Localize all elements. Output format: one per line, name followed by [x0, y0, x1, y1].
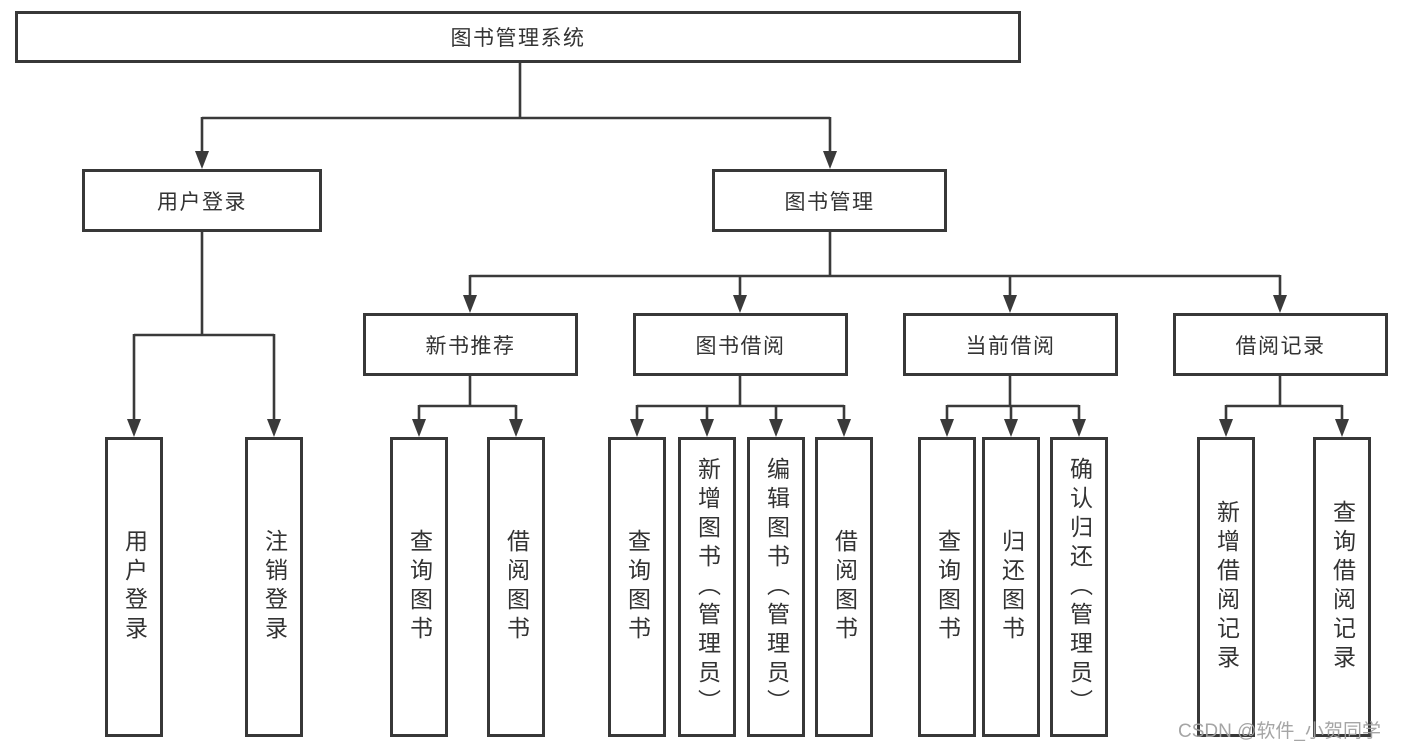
- csdn-watermark: CSDN @软件_小贺同学: [1178, 721, 1381, 742]
- node-current-borrow-label: 当前借阅: [965, 334, 1056, 358]
- connector-borrow-records-to-leaves: [1219, 376, 1349, 437]
- node-root: 图书管理系统: [15, 11, 1021, 63]
- connector-current-borrow-to-leaves: [940, 376, 1086, 437]
- node-current-borrow: 当前借阅: [903, 313, 1118, 376]
- node-user-login-label: 用户登录: [157, 190, 247, 214]
- leaf-label: 用户登录: [121, 529, 148, 645]
- leaf-label: 查询图书: [934, 529, 961, 645]
- leaf-logout: 注销登录: [245, 437, 303, 737]
- node-borrow-records: 借阅记录: [1173, 313, 1388, 376]
- node-borrow-records-label: 借阅记录: [1235, 334, 1326, 358]
- leaf-borrow-add-admin: 新增图书（管理员）: [678, 437, 736, 737]
- leaf-label: 查询图书: [406, 529, 433, 645]
- node-new-books: 新书推荐: [363, 313, 578, 376]
- leaf-current-confirm-admin: 确认归还（管理员）: [1050, 437, 1108, 737]
- node-root-label: 图书管理系统: [450, 27, 586, 50]
- leaf-label: 新增借阅记录: [1213, 500, 1240, 674]
- leaf-borrow-borrow: 借阅图书: [815, 437, 873, 737]
- leaf-records-add: 新增借阅记录: [1197, 437, 1255, 737]
- node-book-borrow-label: 图书借阅: [695, 334, 786, 358]
- node-book-mgmt: 图书管理: [712, 169, 947, 232]
- node-book-mgmt-label: 图书管理: [784, 190, 875, 214]
- leaf-label: 新增图书（管理员）: [694, 456, 721, 718]
- connector-root-to-level1: [195, 63, 837, 169]
- leaf-label: 编辑图书（管理员）: [763, 456, 790, 718]
- leaf-label: 注销登录: [261, 529, 288, 645]
- leaf-label: 查询图书: [624, 529, 651, 645]
- leaf-label: 借阅图书: [503, 529, 530, 645]
- connector-user-login-to-leaves: [127, 232, 281, 437]
- leaf-user-login: 用户登录: [105, 437, 163, 737]
- connector-book-borrow-to-leaves: [630, 376, 851, 437]
- leaf-newbooks-query: 查询图书: [390, 437, 448, 737]
- leaf-current-return: 归还图书: [982, 437, 1040, 737]
- leaf-borrow-edit-admin: 编辑图书（管理员）: [747, 437, 805, 737]
- leaf-current-query: 查询图书: [918, 437, 976, 737]
- connector-new-books-to-leaves: [412, 376, 523, 437]
- leaf-newbooks-borrow: 借阅图书: [487, 437, 545, 737]
- leaf-records-query: 查询借阅记录: [1313, 437, 1371, 737]
- leaf-label: 借阅图书: [831, 529, 858, 645]
- node-user-login: 用户登录: [82, 169, 322, 232]
- leaf-borrow-query: 查询图书: [608, 437, 666, 737]
- leaf-label: 归还图书: [998, 529, 1025, 645]
- connector-book-mgmt-to-level2: [463, 232, 1287, 313]
- leaf-label: 查询借阅记录: [1329, 500, 1356, 674]
- node-new-books-label: 新书推荐: [425, 334, 516, 358]
- node-book-borrow: 图书借阅: [633, 313, 848, 376]
- leaf-label: 确认归还（管理员）: [1066, 456, 1093, 718]
